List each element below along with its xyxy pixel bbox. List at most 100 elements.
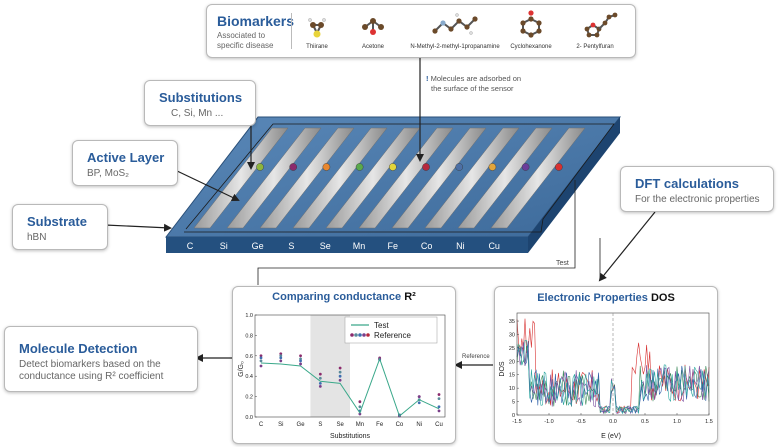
molecule-label-acetone: Acetone (361, 44, 385, 50)
sensor-dot-si (289, 163, 298, 171)
reference-point (437, 409, 441, 413)
conductance-title-text: Comparing conductance (272, 291, 402, 303)
reference-point (417, 395, 421, 398)
legend-frame (344, 316, 438, 344)
reference-points (259, 352, 441, 418)
substrate-subtitle: hBN (27, 232, 47, 243)
sensor-dot-fe (455, 163, 464, 171)
electrode-strip (292, 127, 388, 229)
legend-reference-label: Reference (374, 331, 411, 340)
x-tick-label: -1.0 (544, 419, 553, 425)
legend-reference-dot (350, 333, 354, 337)
pentylfuran-molecule-icon (584, 12, 618, 38)
sensor-dot-c (256, 163, 264, 171)
y-tick-label: 30 (509, 332, 515, 338)
x-tick-label: 0.5 (641, 419, 649, 425)
legend-reference-dot (366, 333, 370, 337)
y-tick-label: 10 (509, 386, 515, 392)
substitutions-box: Substitutions C, Si, Mn ... (144, 80, 256, 126)
electrode-strip (391, 127, 487, 229)
biomarkers-subtitle-1: Associated to (217, 31, 266, 40)
sensor-dot-cu (555, 163, 563, 171)
x-tick-label: 1.0 (673, 419, 681, 425)
electrode-strip (358, 127, 454, 229)
reference-point (259, 359, 263, 363)
y-tick-label: 0.6 (245, 354, 253, 360)
x-tick-label: -0.5 (576, 419, 585, 425)
x-tick-label: 0.0 (609, 419, 617, 425)
board-front (166, 237, 528, 253)
legend-reference-dot (358, 333, 362, 337)
reference-point (437, 393, 441, 396)
reference-point (279, 354, 283, 358)
x-tick-label: S (318, 422, 322, 428)
sensor-label-fe: Fe (388, 241, 399, 251)
dos-series-line (516, 339, 710, 415)
substrate-arrow (104, 223, 172, 232)
sensor-label-ni: Ni (456, 241, 465, 251)
conductance-chart-title: Comparing conductance R² (233, 291, 455, 303)
biomarkers-title: Biomarkers (217, 13, 295, 29)
substitutions-subtitle: C, Si, Mn ... (171, 108, 224, 119)
substitutions-title: Substitutions (159, 90, 243, 105)
conductance-legend: Test Reference (344, 316, 438, 344)
thiirane-molecule-icon (308, 18, 326, 38)
sensor-dot-co (488, 163, 497, 171)
electrode-strip (490, 127, 586, 229)
electrode-strip (193, 127, 289, 229)
dos-title-text: Electronic Properties (537, 292, 648, 304)
x-tick-label: Si (278, 422, 283, 428)
molecule-label-thiirane: Thiirane (306, 44, 328, 50)
sensor-label-s: S (288, 241, 294, 251)
y-tick-label: 20 (509, 359, 515, 365)
test-series-line (260, 357, 440, 417)
y-tick-label: 0 (512, 413, 515, 419)
acetone-molecule-icon (362, 18, 384, 35)
dft-title: DFT calculations (635, 176, 740, 191)
reference-point (318, 372, 322, 376)
conductance-plot-frame (254, 314, 446, 418)
adsorption-mark: ! (426, 74, 429, 83)
reference-point (338, 366, 342, 370)
y-tick-label: 5 (512, 400, 515, 406)
board-side (528, 117, 620, 253)
sensor-label-cu: Cu (488, 241, 500, 251)
electrode-strip (424, 127, 520, 229)
dft-subtitle: For the electronic properties (635, 194, 760, 205)
x-tick-label: -1.5 (512, 419, 521, 425)
reference-point (318, 381, 322, 385)
dos-xlabel: E (eV) (601, 433, 621, 440)
biomarkers-divider (291, 13, 292, 49)
reference-point (279, 352, 283, 356)
electrode-strips (193, 127, 586, 229)
x-tick-label: Co (396, 422, 404, 428)
legend-reference-swatch (350, 333, 370, 337)
sensor-label-si: Si (220, 241, 228, 251)
reference-point (318, 385, 322, 388)
sensor-label-se: Se (320, 241, 331, 251)
amine-molecule-icon (432, 13, 478, 35)
conductance-title-bold: R² (404, 291, 416, 303)
substrate-box: Substrate hBN (12, 204, 108, 250)
molecule-icons (308, 10, 618, 38)
dft-arrow (598, 211, 656, 282)
sensor-dot-s (355, 163, 364, 171)
reference-point (358, 412, 362, 416)
y-tick-label: 0.0 (245, 415, 253, 421)
dos-series-line (516, 341, 710, 414)
y-tick-label: 1.0 (245, 313, 253, 319)
legend-test-label: Test (374, 321, 389, 330)
adsorption-line-1: Molecules are adsorbed on (430, 74, 522, 83)
reference-point (299, 359, 302, 363)
dft-box: DFT calculations For the electronic prop… (620, 166, 774, 212)
molecule-detection-line-2: conductance using R² coefficient (19, 371, 164, 382)
